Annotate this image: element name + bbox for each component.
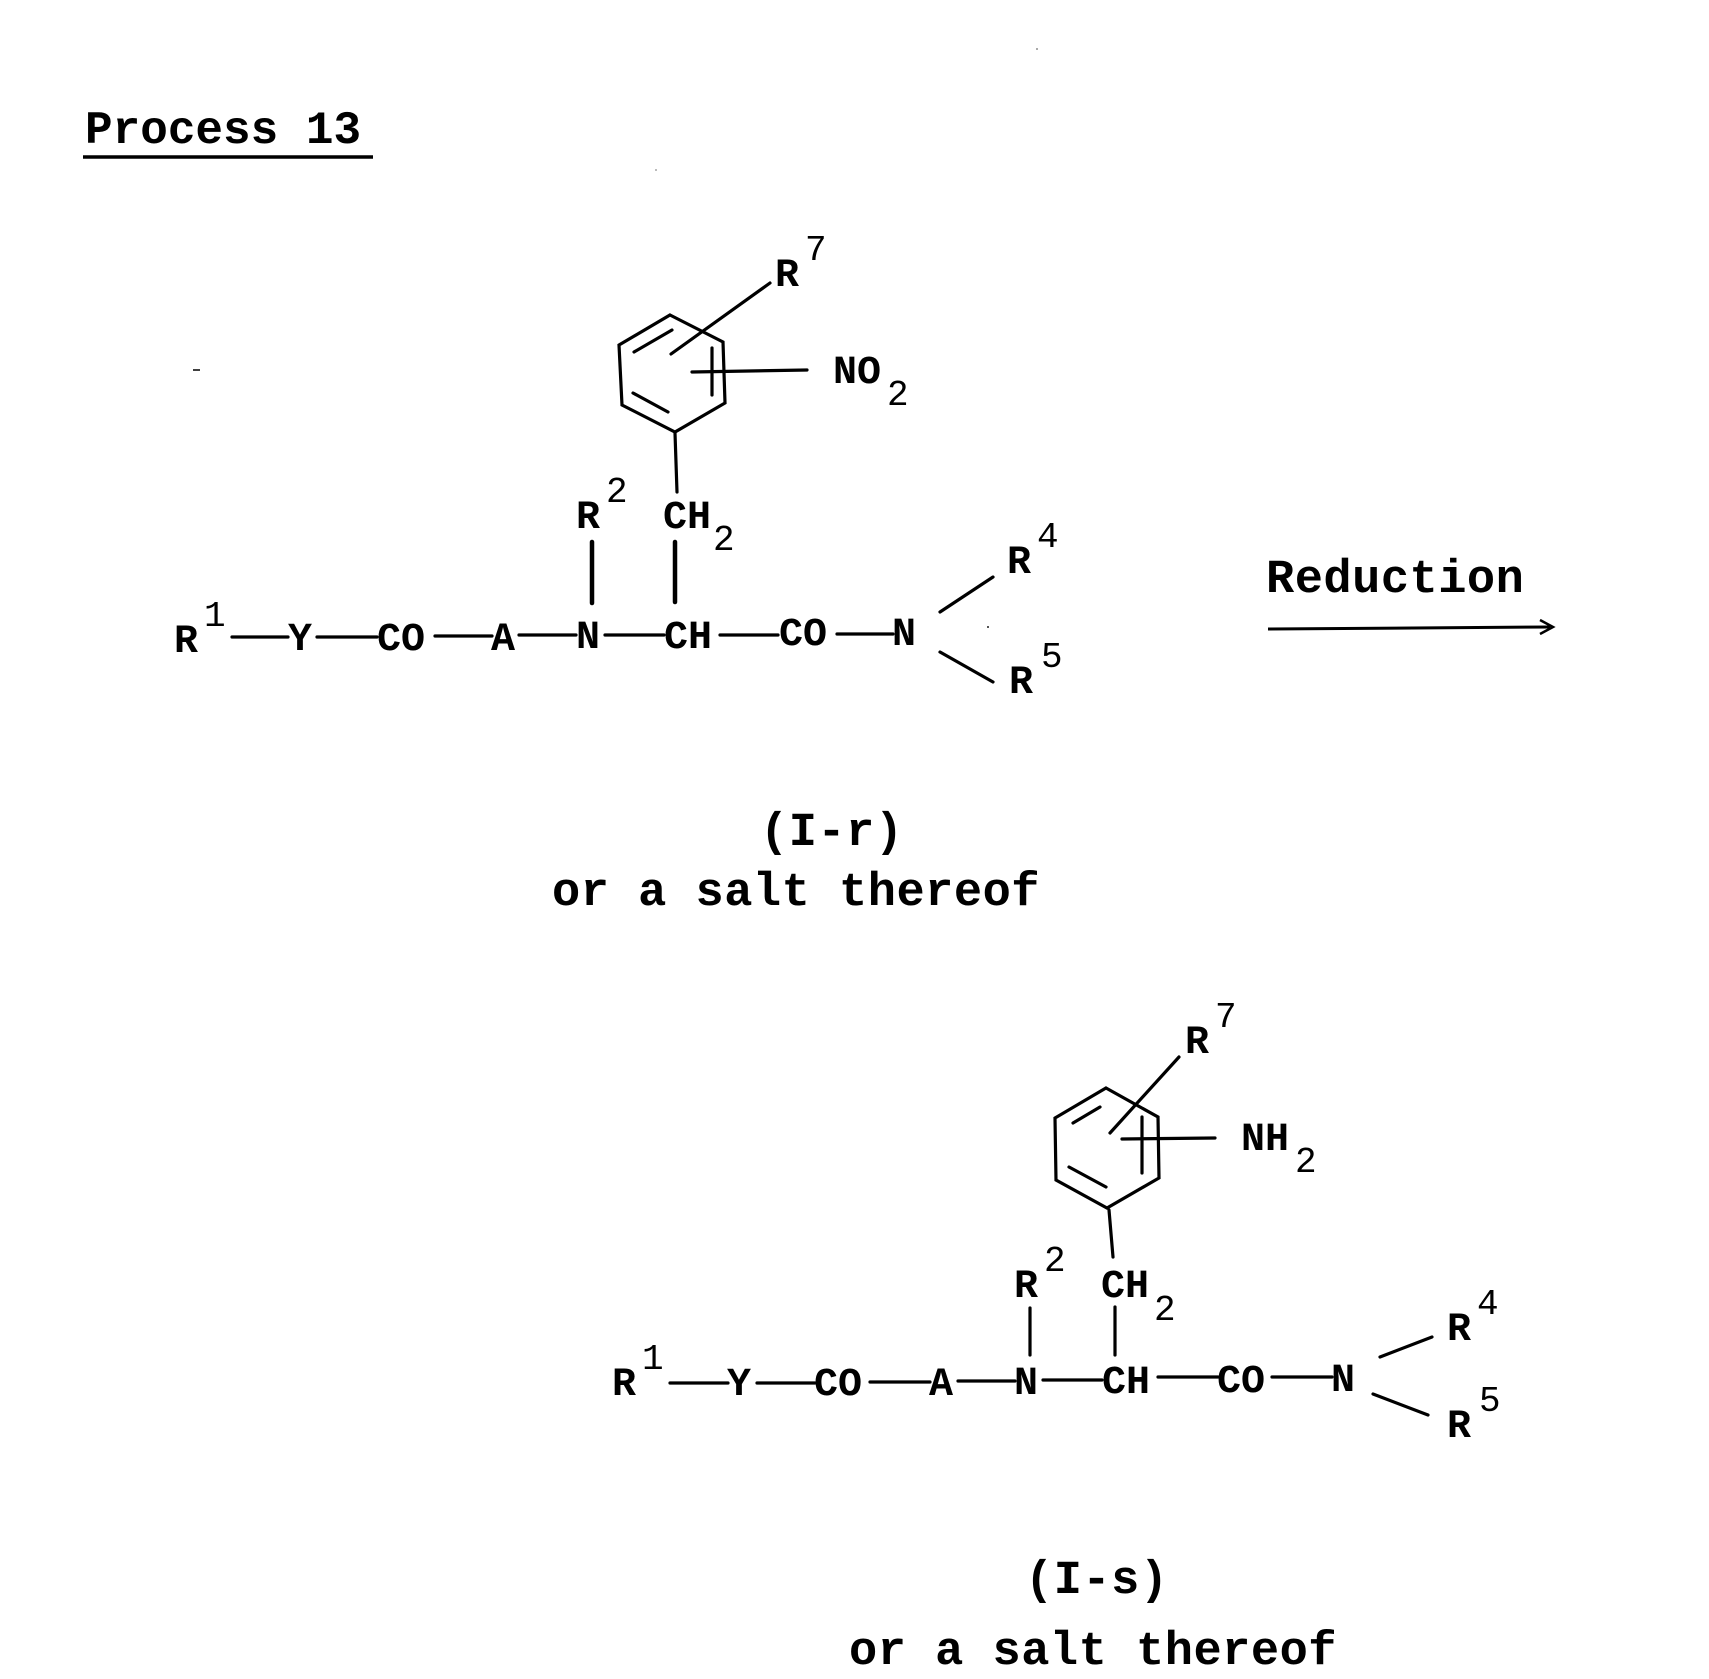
y-label: Y <box>288 618 312 663</box>
nitro-bond <box>690 368 809 374</box>
n-r5-bond <box>1371 1392 1430 1417</box>
r5-label: R5 <box>1447 1381 1501 1450</box>
y-label: Y <box>727 1363 751 1408</box>
reagent-label: Reduction <box>1266 554 1524 607</box>
ring-double-bond <box>1067 1165 1108 1189</box>
amide-n-label: N <box>1331 1359 1355 1404</box>
n-label: N <box>1014 1362 1038 1407</box>
product-salt-note: or a salt thereof <box>849 1626 1337 1679</box>
ch2-label: CH2 <box>1101 1265 1176 1331</box>
r7-label: R7 <box>775 230 827 299</box>
n-r5-bond <box>938 650 995 684</box>
process-title: Process 13 <box>85 105 361 157</box>
n-label: N <box>576 616 600 661</box>
a-label: A <box>929 1363 953 1408</box>
ring-double-bond <box>1071 1105 1102 1125</box>
r2-label: R2 <box>576 472 628 541</box>
r7-label: R7 <box>1185 997 1237 1066</box>
co-label: CO <box>814 1363 862 1408</box>
amino-bond <box>1120 1136 1217 1141</box>
benzyl-bond <box>673 431 679 494</box>
r4-label: R4 <box>1007 517 1059 586</box>
a-label: A <box>491 618 515 663</box>
benzyl-bond <box>1107 1208 1115 1259</box>
r7-bond <box>1108 1055 1181 1135</box>
reaction-arrow-icon <box>1267 625 1551 631</box>
r7-bond <box>669 281 772 356</box>
amide-n-label: N <box>892 613 916 658</box>
ch-label: CH <box>664 616 712 661</box>
benzene-ring-icon <box>1053 1086 1161 1210</box>
benzene-ring-icon <box>617 313 727 434</box>
r5-label: R5 <box>1009 637 1063 706</box>
ch2-label: CH2 <box>663 496 735 561</box>
product-compound-id: (I-s) <box>1025 1555 1169 1608</box>
starting-salt-note: or a salt thereof <box>552 867 1040 920</box>
ring-double-bond <box>631 391 670 414</box>
n-r4-bond <box>1378 1335 1434 1359</box>
co-label: CO <box>779 613 827 658</box>
r1-label: R1 <box>612 1339 664 1408</box>
starting-compound-id: (I-r) <box>760 807 904 860</box>
co-label: CO <box>377 618 425 663</box>
r2-label: R2 <box>1014 1241 1066 1310</box>
r4-label: R4 <box>1447 1284 1499 1353</box>
r1-label: R1 <box>174 596 226 665</box>
co-label: CO <box>1217 1360 1265 1405</box>
ring-double-bond <box>632 328 674 354</box>
n-r4-bond <box>938 575 995 614</box>
ch-label: CH <box>1102 1361 1150 1406</box>
arrowhead-icon <box>1539 618 1556 636</box>
